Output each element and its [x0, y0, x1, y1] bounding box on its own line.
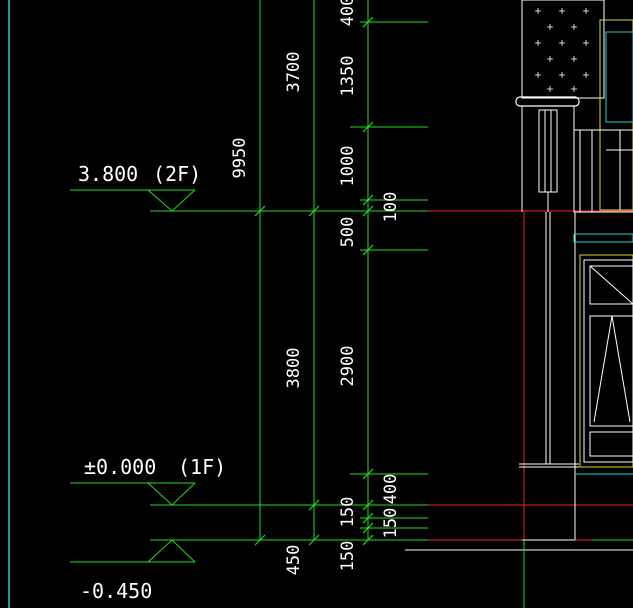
column-capital	[515, 96, 580, 107]
ground-floor-window	[579, 254, 633, 468]
dimension-lines	[70, 0, 428, 563]
level-tag-1f: (1F)	[178, 455, 226, 479]
dim-detail-7: 400	[381, 474, 401, 505]
dim-detail-2: 1350	[338, 56, 358, 97]
wall-texture	[535, 8, 589, 92]
level-elevation-2f: 3.800	[78, 162, 138, 186]
level-elevation-1f: ±0.000	[84, 455, 156, 479]
dim-detail-9: 150	[381, 508, 401, 539]
textured-wall-panel	[521, 0, 605, 99]
dim-floor-2: 3800	[284, 348, 304, 389]
dim-floor-3: 450	[284, 545, 304, 576]
lantern-fixture	[538, 109, 558, 212]
dim-detail-4: 100	[381, 192, 401, 223]
dim-detail-6: 2900	[338, 346, 358, 387]
dim-detail-10: 150	[338, 541, 358, 572]
building-elevation	[405, 0, 633, 608]
dim-detail-1: 400	[338, 0, 358, 26]
upper-window-frame	[599, 19, 633, 211]
dimension-ticks	[254, 16, 374, 546]
balcony-slab	[573, 233, 633, 243]
balcony-railing	[574, 129, 633, 235]
level-elevation-ground: -0.450	[80, 579, 152, 603]
level-tag-2f: (2F)	[153, 162, 201, 186]
dim-floor-1: 3700	[284, 52, 304, 93]
dim-overall: 9950	[230, 138, 250, 179]
dim-detail-8: 150	[338, 497, 358, 528]
column-shaft	[519, 106, 579, 541]
dim-detail-5: 500	[338, 217, 358, 248]
dim-detail-3: 1000	[338, 146, 358, 187]
